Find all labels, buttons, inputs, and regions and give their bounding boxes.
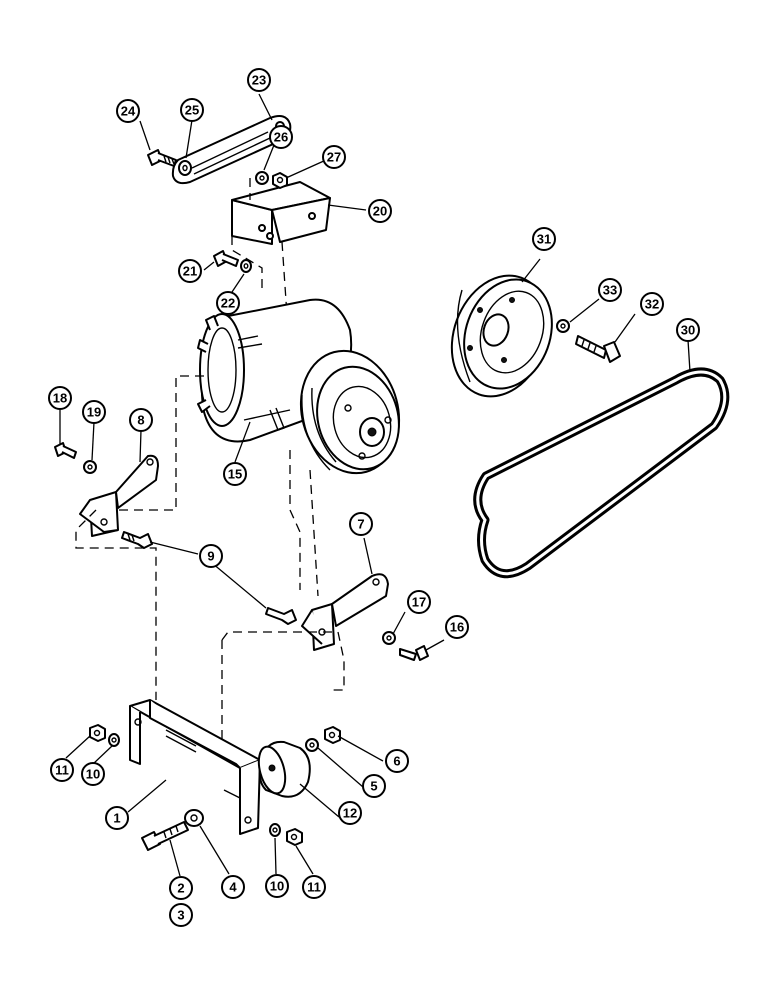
callout-6: 6 xyxy=(385,749,409,773)
callout-23: 23 xyxy=(247,68,271,92)
callout-25: 25 xyxy=(180,98,204,122)
washer-26 xyxy=(255,171,269,185)
callout-15: 15 xyxy=(223,462,247,486)
svg-text:32: 32 xyxy=(645,297,659,312)
v-belt-30 xyxy=(473,367,730,579)
callout-1: 1 xyxy=(105,806,129,830)
washer-4 xyxy=(184,809,204,827)
callout-16: 16 xyxy=(445,615,469,639)
svg-text:3: 3 xyxy=(177,908,184,923)
svg-text:33: 33 xyxy=(603,283,617,298)
svg-text:4: 4 xyxy=(229,880,237,895)
washer-25 xyxy=(178,160,192,176)
bracket-7 xyxy=(301,573,389,651)
callout-26: 26 xyxy=(269,125,293,149)
callout-10-left: 10 xyxy=(81,762,105,786)
svg-text:2: 2 xyxy=(177,881,184,896)
callout-11-left: 11 xyxy=(50,758,74,782)
bolt-18 xyxy=(54,442,77,459)
nut-6 xyxy=(324,726,341,744)
callout-31: 31 xyxy=(532,227,556,251)
bolt-9-upper xyxy=(121,531,153,549)
callout-4: 4 xyxy=(221,875,245,899)
washer-10-left xyxy=(108,733,120,747)
bolt-21 xyxy=(213,250,239,267)
callout-2: 2 xyxy=(169,876,193,900)
leader-lines xyxy=(59,93,691,877)
bolt-32 xyxy=(575,335,621,363)
bolt-24 xyxy=(147,149,177,167)
washer-10-right xyxy=(269,823,281,837)
callout-17: 17 xyxy=(407,590,431,614)
svg-text:11: 11 xyxy=(55,763,69,778)
callout-12: 12 xyxy=(338,801,362,825)
callout-32: 32 xyxy=(640,292,664,316)
svg-text:21: 21 xyxy=(183,264,197,279)
washer-19 xyxy=(83,460,97,474)
svg-text:31: 31 xyxy=(537,232,551,247)
callout-22: 22 xyxy=(216,291,240,315)
bolt-9-lower xyxy=(265,607,297,625)
callout-7: 7 xyxy=(349,512,373,536)
callout-20: 20 xyxy=(368,199,392,223)
svg-text:7: 7 xyxy=(357,517,364,532)
callout-3: 3 xyxy=(169,903,193,927)
svg-text:16: 16 xyxy=(450,620,464,635)
idler-pulley-12 xyxy=(257,740,311,798)
callout-8: 8 xyxy=(129,408,153,432)
svg-text:12: 12 xyxy=(343,806,357,821)
nut-27 xyxy=(272,172,288,189)
svg-text:20: 20 xyxy=(373,204,387,219)
svg-text:10: 10 xyxy=(86,767,100,782)
svg-text:22: 22 xyxy=(221,296,235,311)
svg-text:5: 5 xyxy=(370,779,377,794)
base-bracket-1 xyxy=(129,699,261,835)
callout-21: 21 xyxy=(178,259,202,283)
callout-11-right: 11 xyxy=(302,875,326,899)
callout-10-right: 10 xyxy=(265,874,289,898)
svg-text:27: 27 xyxy=(327,150,341,165)
callout-9: 9 xyxy=(199,544,223,568)
svg-text:24: 24 xyxy=(121,104,136,119)
svg-text:23: 23 xyxy=(252,73,266,88)
svg-text:1: 1 xyxy=(113,811,120,826)
bolt-16 xyxy=(399,645,429,661)
svg-text:26: 26 xyxy=(274,130,288,145)
svg-text:9: 9 xyxy=(207,549,214,564)
bolt-2 xyxy=(141,821,189,851)
svg-text:10: 10 xyxy=(270,879,284,894)
callout-5: 5 xyxy=(362,774,386,798)
nut-11-left xyxy=(89,724,106,742)
svg-text:15: 15 xyxy=(228,467,242,482)
svg-text:30: 30 xyxy=(681,323,695,338)
washer-17 xyxy=(382,631,396,645)
svg-text:11: 11 xyxy=(307,880,321,895)
svg-text:17: 17 xyxy=(412,595,426,610)
nut-11-right xyxy=(286,828,303,846)
bracket-8 xyxy=(79,454,159,537)
svg-text:8: 8 xyxy=(137,413,144,428)
svg-text:18: 18 xyxy=(53,391,67,406)
callout-18: 18 xyxy=(48,386,72,410)
callout-33: 33 xyxy=(598,278,622,302)
svg-text:6: 6 xyxy=(393,754,400,769)
callout-24: 24 xyxy=(116,99,140,123)
washer-5 xyxy=(305,738,319,752)
crank-pulley-31 xyxy=(450,274,553,398)
mounting-bracket-20 xyxy=(231,181,331,245)
callout-19: 19 xyxy=(82,400,106,424)
svg-text:19: 19 xyxy=(87,405,101,420)
washer-33 xyxy=(556,319,570,333)
callout-30: 30 xyxy=(676,318,700,342)
svg-text:25: 25 xyxy=(185,103,199,118)
callout-27: 27 xyxy=(322,145,346,169)
washer-22 xyxy=(240,259,252,273)
compressor-15 xyxy=(197,298,401,475)
